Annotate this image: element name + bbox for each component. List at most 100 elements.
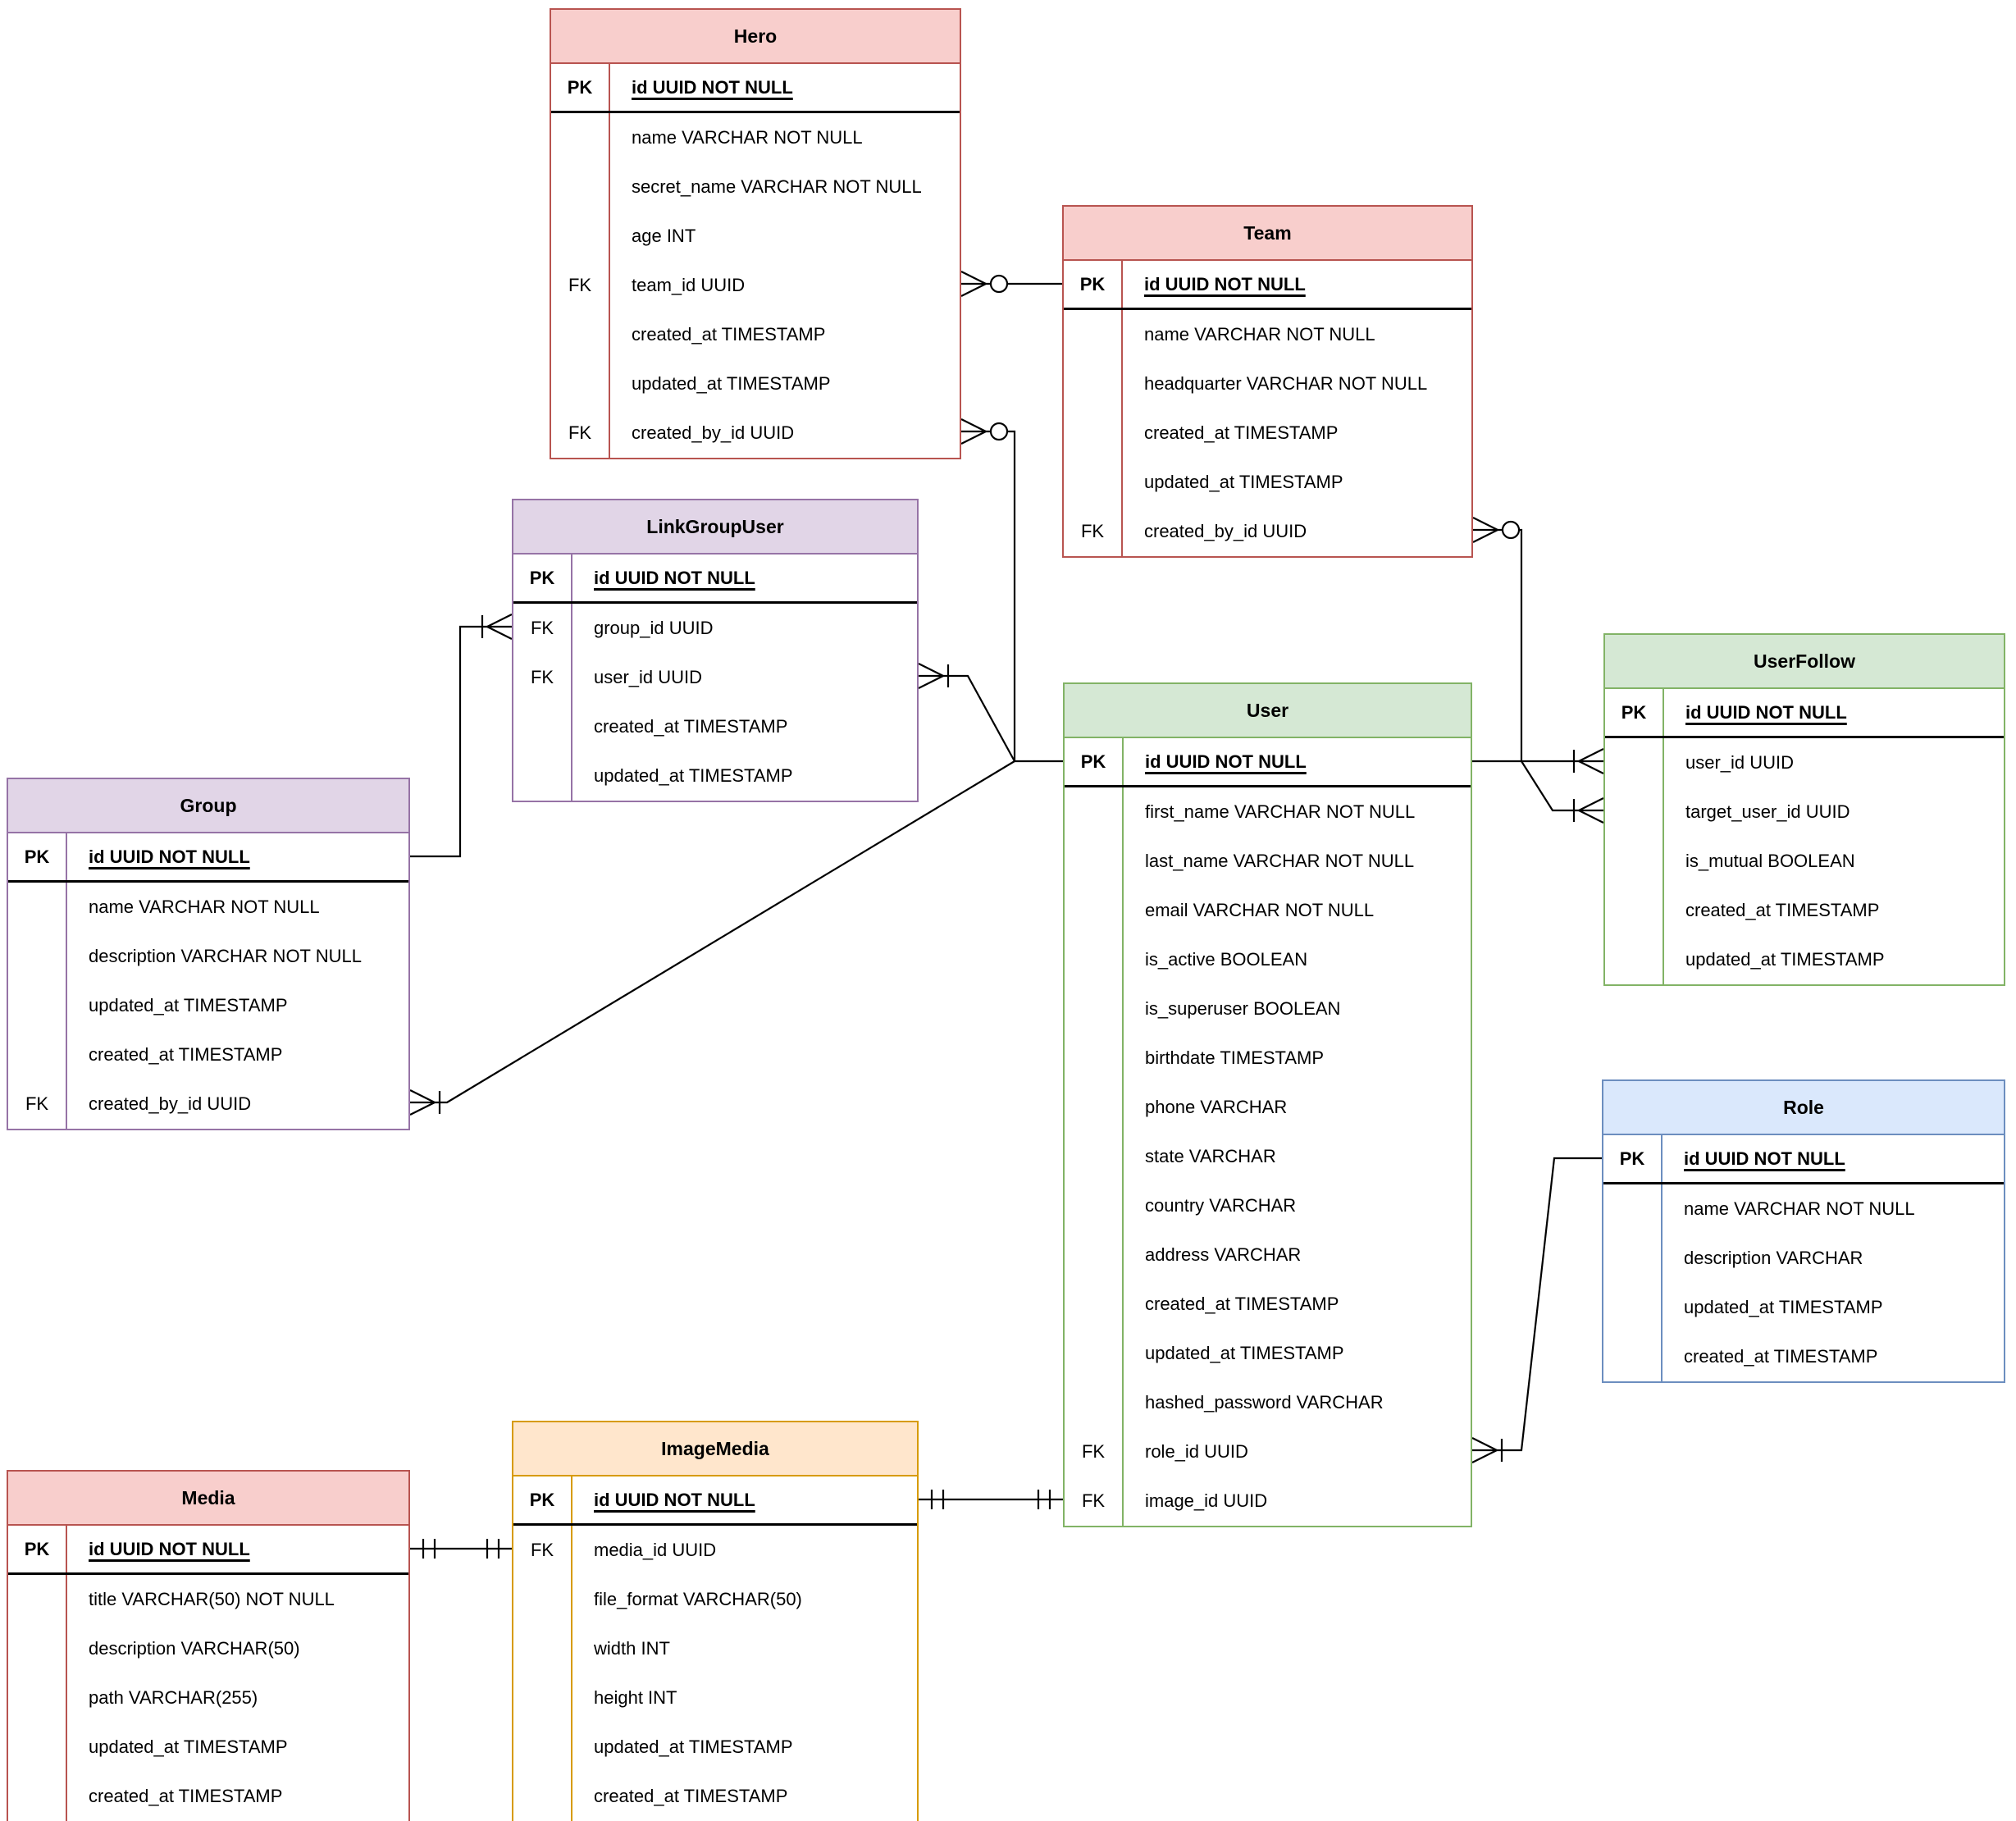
edge-user-imagemedia[interactable] [919, 1490, 1063, 1509]
attribute-row-updated_at[interactable]: updated_at TIMESTAMP [513, 751, 917, 801]
key-cell-fk: FK [1065, 1476, 1124, 1526]
attribute-row-hashed_password[interactable]: hashed_password VARCHAR [1065, 1378, 1471, 1427]
attribute-row-created_at[interactable]: created_at TIMESTAMP [8, 1030, 408, 1079]
edge-group-user[interactable] [409, 760, 1015, 1116]
edge-user-role[interactable] [1471, 1157, 1602, 1463]
edge-team-user[interactable] [1472, 517, 1523, 761]
edge-hero-team[interactable] [960, 271, 1062, 297]
attribute-row-file_format[interactable]: file_format VARCHAR(50) [513, 1575, 917, 1624]
attribute-row-width[interactable]: width INT [513, 1624, 917, 1673]
edge-userfollow-target[interactable] [1521, 760, 1604, 824]
attribute-row-title[interactable]: title VARCHAR(50) NOT NULL [8, 1575, 408, 1624]
attribute-row-is_mutual[interactable]: is_mutual BOOLEAN [1605, 837, 2004, 886]
attribute-label: secret_name VARCHAR NOT NULL [632, 176, 922, 197]
attribute-row-created_at[interactable]: created_at TIMESTAMP [1065, 1280, 1471, 1329]
attribute-label: last_name VARCHAR NOT NULL [1145, 851, 1415, 871]
attribute-row-created_at[interactable]: created_at TIMESTAMP [513, 1772, 917, 1821]
attribute-label: created_at TIMESTAMP [1684, 1346, 1878, 1367]
attribute-row-is_superuser[interactable]: is_superuser BOOLEAN [1065, 984, 1471, 1034]
attribute-row-created_at[interactable]: created_at TIMESTAMP [1605, 886, 2004, 935]
attribute-row-description[interactable]: description VARCHAR [1603, 1234, 2004, 1283]
attribute-row-state[interactable]: state VARCHAR [1065, 1132, 1471, 1181]
attribute-row-country[interactable]: country VARCHAR [1065, 1181, 1471, 1230]
attribute-row-updated_at[interactable]: updated_at TIMESTAMP [1605, 935, 2004, 984]
attribute-row-updated_at[interactable]: updated_at TIMESTAMP [513, 1723, 917, 1772]
attribute-row-height[interactable]: height INT [513, 1673, 917, 1723]
attribute-row-name[interactable]: name VARCHAR NOT NULL [1603, 1184, 2004, 1234]
attribute-label: description VARCHAR [1684, 1248, 1863, 1268]
attribute-row-phone[interactable]: phone VARCHAR [1065, 1083, 1471, 1132]
attribute-row-last_name[interactable]: last_name VARCHAR NOT NULL [1065, 837, 1471, 886]
attribute-row-updated_at[interactable]: updated_at TIMESTAMP [8, 981, 408, 1030]
edge-hero-user[interactable] [960, 418, 1063, 763]
attribute-row-created_at[interactable]: created_at TIMESTAMP [1064, 408, 1471, 458]
attribute-row-is_active[interactable]: is_active BOOLEAN [1065, 935, 1471, 984]
attribute-row-created_at[interactable]: created_at TIMESTAMP [551, 310, 960, 359]
edge-imagemedia-media[interactable] [410, 1539, 512, 1559]
entity-title: Role [1603, 1081, 2004, 1135]
attribute-row-description[interactable]: description VARCHAR(50) [8, 1624, 408, 1673]
attribute-label: country VARCHAR [1145, 1195, 1297, 1216]
edge-userfollow-user[interactable] [1472, 748, 1604, 774]
attribute-row-name[interactable]: name VARCHAR NOT NULL [8, 883, 408, 932]
edge-linkgroupuser-group[interactable] [410, 614, 513, 858]
attribute-row-description[interactable]: description VARCHAR NOT NULL [8, 932, 408, 981]
attribute-row-name[interactable]: name VARCHAR NOT NULL [551, 113, 960, 162]
attribute-row-first_name[interactable]: first_name VARCHAR NOT NULL [1065, 787, 1471, 837]
attribute-row-target_user_id[interactable]: target_user_id UUID [1605, 787, 2004, 837]
attribute-row-updated_at[interactable]: updated_at TIMESTAMP [1603, 1283, 2004, 1332]
attribute-row-email[interactable]: email VARCHAR NOT NULL [1065, 886, 1471, 935]
key-cell-empty [8, 981, 67, 1030]
attribute-row-updated_at[interactable]: updated_at TIMESTAMP [551, 359, 960, 408]
attribute-row-updated_at[interactable]: updated_at TIMESTAMP [8, 1723, 408, 1772]
edge-linkgroupuser-user[interactable] [918, 663, 1015, 762]
attribute-row-created_at[interactable]: created_at TIMESTAMP [8, 1772, 408, 1821]
key-cell-empty [1065, 1181, 1124, 1230]
attribute-label: id UUID NOT NULL [1685, 701, 1847, 723]
key-cell-empty [513, 751, 572, 801]
attribute-row-path[interactable]: path VARCHAR(255) [8, 1673, 408, 1723]
attribute-row-updated_at[interactable]: updated_at TIMESTAMP [1065, 1329, 1471, 1378]
attribute-label: created_at TIMESTAMP [89, 1786, 283, 1806]
key-cell-empty [1605, 886, 1664, 935]
attribute-row-name[interactable]: name VARCHAR NOT NULL [1064, 310, 1471, 359]
attribute-row-age[interactable]: age INT [551, 212, 960, 261]
key-cell-fk: FK [513, 653, 572, 702]
attribute-label: created_at TIMESTAMP [1145, 1294, 1339, 1314]
attribute-row-created_at[interactable]: created_at TIMESTAMP [513, 702, 917, 751]
attribute-row-birthdate[interactable]: birthdate TIMESTAMP [1065, 1034, 1471, 1083]
attribute-row-headquarter[interactable]: headquarter VARCHAR NOT NULL [1064, 359, 1471, 408]
attribute-row-address[interactable]: address VARCHAR [1065, 1230, 1471, 1280]
attribute-row-user_id[interactable]: user_id UUID [1605, 738, 2004, 787]
attribute-row-updated_at[interactable]: updated_at TIMESTAMP [1064, 458, 1471, 507]
attribute-row-created_at[interactable]: created_at TIMESTAMP [1603, 1332, 2004, 1381]
attribute-row-secret_name[interactable]: secret_name VARCHAR NOT NULL [551, 162, 960, 212]
